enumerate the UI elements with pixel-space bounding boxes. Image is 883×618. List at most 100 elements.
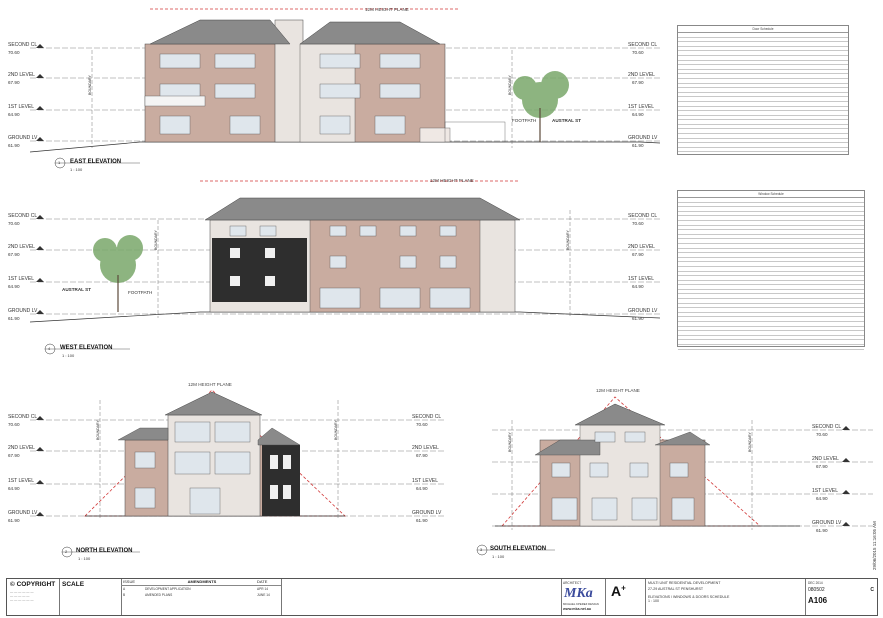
east-level-2nd-name: 2ND LEVEL [8,72,35,78]
schedule-row [678,61,848,66]
east-r-level-1st-name: 1ST LEVEL [628,104,655,110]
east-level-1st-name: 1ST LEVEL [8,104,35,110]
project-address: 27-29 AUSTRAL ST PENSHURST [648,587,704,591]
schedule-row [678,79,848,84]
schedule-row [678,65,848,70]
amend-date-header: DATE [257,579,268,584]
west-level-1st-value: 64.90 [8,284,20,289]
schedule-row [678,33,848,38]
north-r-level-1st-value: 64.90 [416,486,428,491]
west-footpath-label: FOOTPATH [128,290,153,295]
amend-issue-header: ISSUE [123,579,136,584]
schedule-row [678,331,864,336]
west-level-ground-value: 61.90 [8,316,20,321]
west-level-2nd-value: 67.90 [8,252,20,257]
date-printed: DEC 2014 [808,581,823,585]
west-r-level-second-name: SECOND CL [628,213,658,219]
north-level-ground-value: 61.90 [8,518,20,523]
schedule-row [678,107,848,112]
schedule-row [678,42,848,47]
firm-name: MICHAEL KPEREZ DESIGN [563,602,599,606]
schedule-row [678,56,848,61]
east-boundary-left-label: BOUNDARY [88,75,92,95]
south-level-2nd-value: 67.90 [816,464,828,469]
schedule-row [678,235,864,240]
north-level-1st-name: 1ST LEVEL [8,478,35,484]
schedule-row [678,97,848,102]
schedule-row [678,253,864,258]
east-r-level-ground-value: 61.90 [632,143,644,148]
north-boundary-right-label: BOUNDARY [334,420,338,440]
schedule-row [678,336,864,341]
logo-cell: A+ [605,579,646,615]
north-level-second-value: 70.60 [8,422,20,427]
east-footpath-label: FOOTPATH [512,118,537,123]
project-name: MULTI UNIT RESIDENTIAL DEVELOPMENT [648,581,721,585]
east-boundary-right-label: BOUNDARY [508,75,512,95]
project-cell: MULTI UNIT RESIDENTIAL DEVELOPMENT 27-29… [645,579,806,615]
schedule-row [678,198,864,203]
scale-heading: SCALE [62,581,85,588]
north-boundary-left-label: BOUNDARY [96,420,100,440]
north-r-level-second-name: SECOND CL [412,414,442,420]
west-height-plane-label: 12M HEIGHT PLANE [430,178,474,183]
west-austral-st-label: AUSTRAL ST [62,287,92,292]
architect-label: ARCHITECT [563,581,582,585]
west-r-level-1st-value: 64.90 [632,284,644,289]
west-level-1st-name: 1ST LEVEL [8,276,35,282]
schedule-row [678,88,848,93]
copyright-label: COPYRIGHT [16,581,56,588]
south-elevation-scale: 1 : 100 [492,554,505,559]
schedule-row [678,51,848,56]
east-level-second-value: 70.60 [8,50,20,55]
north-level-2nd-name: 2ND LEVEL [8,445,35,451]
west-elevation-title: WEST ELEVATION [60,345,113,351]
schedule-row [678,262,864,267]
south-level-second-value: 70.60 [816,432,828,437]
schedule-row [678,294,864,300]
west-boundary-right-label: BOUNDARY [566,230,570,250]
schedule-row [678,120,848,125]
schedule-row [678,207,864,212]
copyright-heading: © COPYRIGHT [10,581,56,588]
amend-row-b-date: JUNE 14 [257,593,270,597]
west-level-second-name: SECOND CL [8,213,38,219]
scale-cell: SCALE [59,579,122,615]
schedule-row [678,84,848,89]
west-level-ground-name: GROUND LV [8,308,38,314]
west-level-2nd-name: 2ND LEVEL [8,244,35,250]
west-level-second-value: 70.60 [8,221,20,226]
north-r-level-2nd-name: 2ND LEVEL [412,445,439,451]
schedule-row [678,93,848,98]
south-level-1st-name: 1ST LEVEL [812,488,839,494]
window-schedule-table: Window Schedule [677,190,865,350]
north-level-1st-value: 64.90 [8,486,20,491]
project-number: 080502 [808,587,825,593]
east-r-level-2nd-name: 2ND LEVEL [628,72,655,78]
schedule-row [678,148,848,153]
copyright-cell: © COPYRIGHT — — — — — —— — — — —— — — — … [7,579,60,615]
project-no-row: 080502 C [808,587,874,593]
amend-row-b-text: AMENDED PLANS [145,593,173,597]
schedule-row [678,216,864,221]
door-schedule-table: Door Schedule [677,25,849,155]
amend-row-a: A DEVELOPMENT APPLICATION APR 14 [121,586,281,592]
schedule-row [678,276,864,281]
east-level-1st-value: 64.90 [8,112,20,117]
schedule-row [678,322,864,327]
east-r-level-ground-name: GROUND LV [628,135,658,141]
west-r-level-second-value: 70.60 [632,221,644,226]
schedule-row [678,70,848,75]
south-boundary-right-label: BOUNDARY [748,432,752,452]
schedule-row [678,134,848,139]
schedule-row [678,129,848,135]
copyright-note: — — — — — —— — — — —— — — — — — [10,590,34,602]
amend-row-a-date: APR 14 [257,587,268,591]
drawing-scale: 1 : 100 [648,599,659,603]
window-schedule-title: Window Schedule [678,191,864,198]
north-level-ground-name: GROUND LV [8,510,38,516]
north-r-level-ground-value: 61.90 [416,518,428,523]
east-level-2nd-value: 67.90 [8,80,20,85]
south-level-1st-value: 64.90 [816,496,828,501]
